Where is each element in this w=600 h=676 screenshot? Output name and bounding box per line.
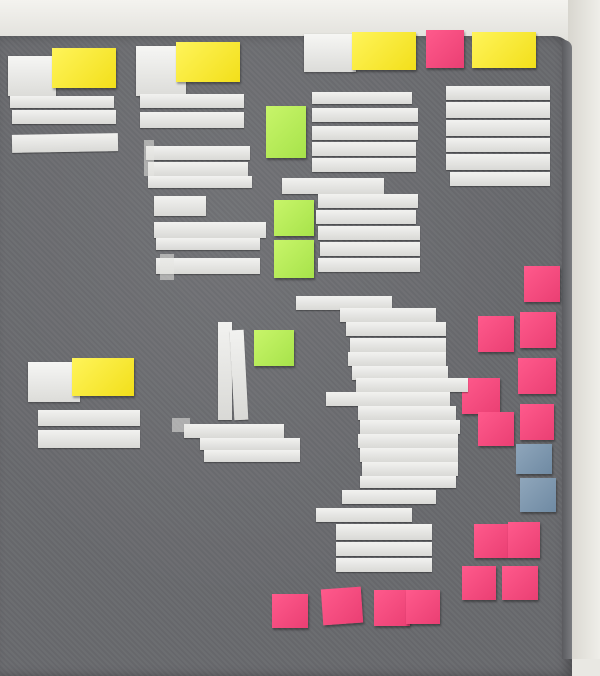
paper-strip bbox=[446, 120, 550, 136]
paper-strip bbox=[336, 558, 432, 572]
pink-sticky-note bbox=[406, 590, 440, 624]
green-sticky-note bbox=[274, 200, 314, 236]
paper-strip bbox=[296, 296, 392, 310]
pink-sticky-note bbox=[462, 566, 496, 600]
paper-strip bbox=[148, 176, 252, 188]
paper-strip bbox=[336, 524, 432, 540]
pink-sticky-note bbox=[272, 594, 308, 628]
pink-sticky-note bbox=[320, 586, 364, 626]
paper-strip bbox=[156, 238, 260, 250]
vertical-paper-strip bbox=[218, 322, 232, 420]
pink-sticky-note bbox=[374, 590, 410, 626]
pink-sticky-note bbox=[518, 358, 556, 394]
tape-piece bbox=[172, 418, 190, 432]
paper-strip bbox=[326, 392, 450, 406]
green-sticky-note bbox=[254, 330, 294, 366]
paper-strip bbox=[346, 322, 446, 336]
tape-piece bbox=[160, 254, 174, 280]
pink-sticky-note bbox=[474, 524, 508, 558]
pink-sticky-note bbox=[520, 312, 556, 348]
paper-strip bbox=[140, 94, 244, 108]
tape-piece bbox=[144, 140, 154, 176]
pink-sticky-note bbox=[478, 412, 514, 446]
paper-strip bbox=[360, 476, 456, 488]
paper-strip bbox=[140, 112, 244, 128]
paper-strip bbox=[360, 420, 460, 434]
paper-strip bbox=[312, 108, 418, 122]
paper-strip bbox=[358, 434, 458, 448]
paper-strip bbox=[312, 92, 412, 104]
yellow-sticky-note bbox=[176, 42, 240, 82]
yellow-sticky-note bbox=[472, 32, 536, 68]
paper-strip bbox=[318, 194, 418, 208]
handwritten-card bbox=[304, 34, 356, 72]
paper-strip bbox=[360, 448, 458, 462]
paper-strip bbox=[38, 430, 140, 448]
pink-sticky-note bbox=[426, 30, 464, 68]
board-frame-edge bbox=[562, 40, 572, 659]
paper-strip bbox=[184, 424, 284, 438]
paper-strip bbox=[340, 308, 436, 322]
handwritten-card bbox=[28, 362, 80, 402]
paper-strip bbox=[148, 162, 248, 176]
right-wall-corner bbox=[568, 0, 600, 659]
paper-strip bbox=[342, 490, 436, 504]
green-sticky-note bbox=[274, 240, 314, 278]
paper-strip bbox=[318, 226, 420, 240]
paper-strip bbox=[38, 410, 140, 426]
paper-strip bbox=[316, 508, 412, 522]
paper-strip bbox=[10, 96, 114, 108]
paper-strip bbox=[156, 258, 260, 274]
pink-sticky-note bbox=[520, 404, 554, 440]
blue-sticky-note bbox=[516, 444, 552, 474]
paper-strip bbox=[446, 86, 550, 100]
paper-strip bbox=[336, 542, 432, 556]
paper-strip bbox=[154, 196, 206, 216]
green-sticky-note bbox=[266, 106, 306, 158]
pink-sticky-note bbox=[524, 266, 560, 302]
yellow-sticky-note bbox=[52, 48, 116, 88]
paper-strip bbox=[316, 210, 416, 224]
paper-strip bbox=[200, 438, 300, 450]
pink-sticky-note bbox=[478, 316, 514, 352]
paper-strip bbox=[362, 462, 458, 476]
pink-sticky-note bbox=[462, 378, 500, 414]
pink-sticky-note bbox=[502, 566, 538, 600]
paper-strip bbox=[312, 158, 416, 172]
paper-strip bbox=[282, 178, 384, 194]
yellow-sticky-note bbox=[352, 32, 416, 70]
paper-strip bbox=[312, 142, 416, 156]
paper-strip bbox=[320, 242, 420, 256]
paper-strip bbox=[12, 110, 116, 124]
paper-strip bbox=[446, 102, 550, 118]
paper-strip bbox=[446, 154, 550, 170]
paper-strip bbox=[352, 366, 448, 380]
paper-strip bbox=[450, 172, 550, 186]
pink-sticky-note bbox=[508, 522, 540, 558]
paper-strip bbox=[350, 338, 446, 352]
paper-strip bbox=[318, 258, 420, 272]
paper-strip bbox=[154, 222, 266, 238]
paper-strip bbox=[446, 138, 550, 152]
paper-strip bbox=[146, 146, 250, 160]
paper-strip bbox=[348, 352, 446, 366]
paper-strip bbox=[356, 378, 468, 392]
handwritten-card bbox=[8, 56, 56, 96]
paper-strip bbox=[312, 126, 418, 140]
paper-strip bbox=[204, 450, 300, 462]
paper-strip bbox=[358, 406, 456, 420]
paper-strip bbox=[11, 133, 119, 153]
blue-sticky-note bbox=[520, 478, 556, 512]
yellow-sticky-note bbox=[72, 358, 134, 396]
